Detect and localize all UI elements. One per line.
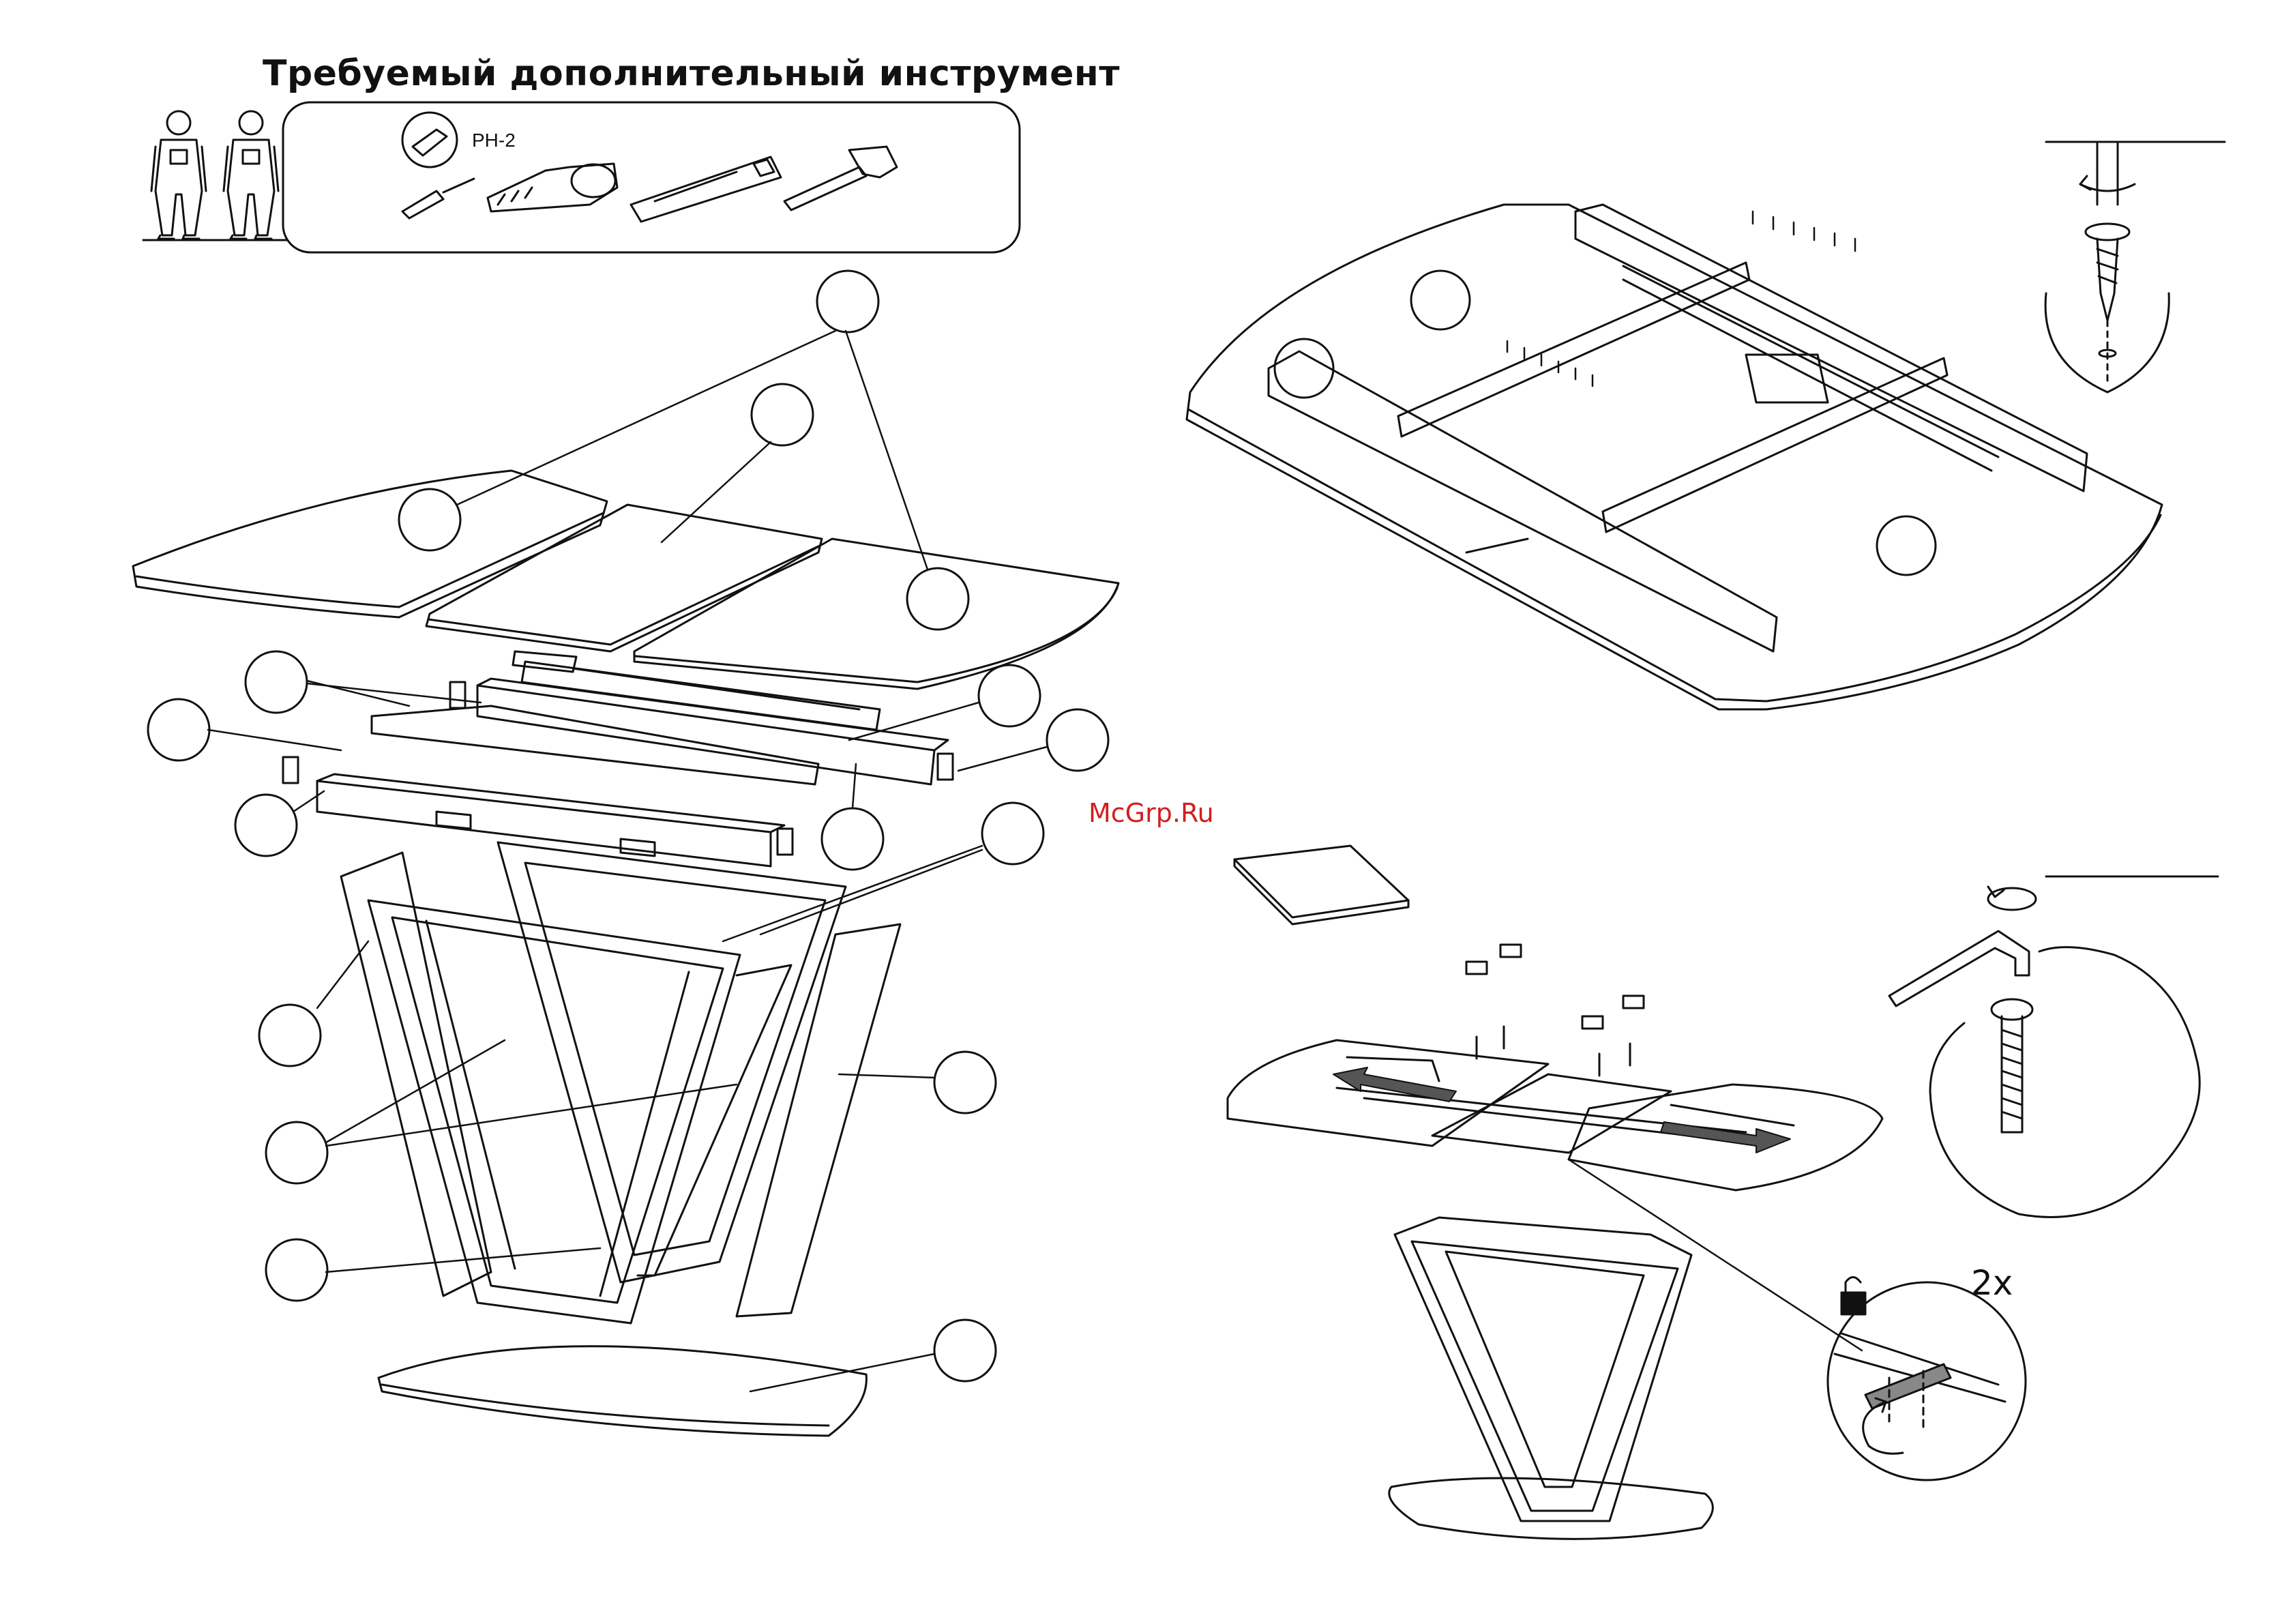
tabletop-right-panel: [634, 539, 1119, 689]
extension-rail: [513, 651, 880, 730]
underside-frame-beams: [1269, 205, 2087, 651]
frame-crossbar-lower: [317, 774, 784, 866]
rotation-arrow-icon: [1988, 876, 2218, 910]
extension-leaf-loose: [1234, 846, 1408, 924]
arrow-pull-left: [1333, 1067, 1456, 1102]
leader-line-lock: [1569, 1160, 1862, 1350]
frame-rail-front: [372, 706, 818, 784]
screw-icon: [1507, 211, 1855, 386]
tabletop-left-panel: [133, 471, 607, 617]
callout-circles: [148, 271, 1108, 1381]
base-frame-back: [498, 842, 846, 1282]
assembled-base: [1389, 1217, 1713, 1539]
arrow-pull-right: [1661, 1122, 1790, 1153]
utility-knife-icon: [631, 157, 781, 222]
screw-icon: [2045, 224, 2169, 392]
bolt-detail-circle: [1930, 947, 2200, 1217]
base-side-panel-right: [638, 924, 900, 1316]
lock-icon: [1841, 1278, 1865, 1315]
tools-box: [283, 102, 1020, 252]
base-plate: [379, 1346, 866, 1436]
bracket-pads: [1466, 945, 1644, 1029]
worker-figure-icon: [224, 111, 278, 239]
extended-tabletop: [1228, 1040, 1882, 1190]
hammer-icon: [784, 147, 897, 210]
rotation-arrow-icon: [2046, 142, 2225, 205]
screwdriver-icon: [402, 113, 474, 218]
screw-icon: [1477, 1027, 1630, 1076]
allen-key-icon: [1889, 931, 2029, 1006]
tape-measure-icon: [488, 164, 617, 211]
worker-figure-icon: [151, 111, 206, 239]
rotation-arrow-icon: [1863, 1398, 1903, 1453]
bolt-icon: [2002, 1016, 2022, 1132]
